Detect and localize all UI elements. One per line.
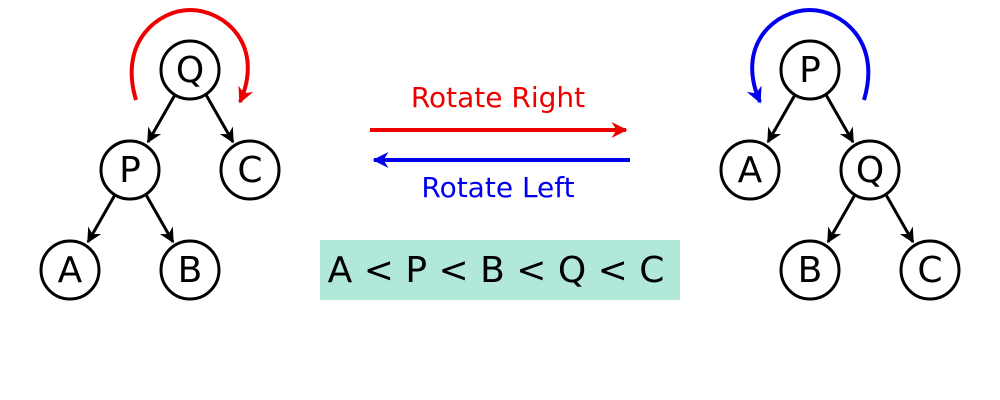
- right-tree: P A Q B C: [719, 7, 961, 301]
- right-rotation-arc: [746, 7, 871, 104]
- left-node-c: C: [219, 139, 281, 201]
- left-node-q: Q: [159, 39, 221, 101]
- left-node-p-label: P: [119, 150, 141, 191]
- right-node-a-label: A: [738, 150, 763, 191]
- right-edge-q-c: [883, 192, 915, 244]
- ordering-text: A < P < B < Q < C: [328, 250, 665, 291]
- right-node-c: C: [899, 239, 961, 301]
- right-edge-q-b: [826, 192, 858, 244]
- right-node-b: B: [779, 239, 841, 301]
- rotate-left-label: Rotate Left: [421, 171, 574, 204]
- right-node-q-label: Q: [856, 150, 884, 191]
- left-rotation-arc: [129, 7, 254, 104]
- rotation-arrows: Rotate Right Rotate Left: [370, 81, 630, 204]
- left-edge-p-a: [86, 192, 118, 244]
- right-node-p-label: P: [799, 50, 821, 91]
- left-node-c-label: C: [237, 150, 262, 191]
- right-edge-p-q: [823, 92, 855, 144]
- left-node-q-label: Q: [176, 50, 204, 91]
- left-node-b-label: B: [178, 250, 203, 291]
- left-edge-p-b: [143, 192, 175, 244]
- ordering-box-background: [320, 240, 680, 300]
- left-node-b: B: [159, 239, 221, 301]
- right-node-q: Q: [839, 139, 901, 201]
- left-edge-q-c: [203, 92, 235, 144]
- ordering-box: A < P < B < Q < C: [320, 240, 680, 300]
- rotate-right-label: Rotate Right: [411, 81, 585, 114]
- right-edge-p-a: [766, 92, 798, 144]
- left-node-p: P: [99, 139, 161, 201]
- left-edge-q-p: [146, 92, 178, 144]
- right-node-a: A: [719, 139, 781, 201]
- left-node-a: A: [39, 239, 101, 301]
- right-node-c-label: C: [917, 250, 942, 291]
- right-node-p: P: [779, 39, 841, 101]
- left-tree: Q P C A B: [39, 7, 281, 301]
- left-node-a-label: A: [58, 250, 83, 291]
- right-node-b-label: B: [798, 250, 823, 291]
